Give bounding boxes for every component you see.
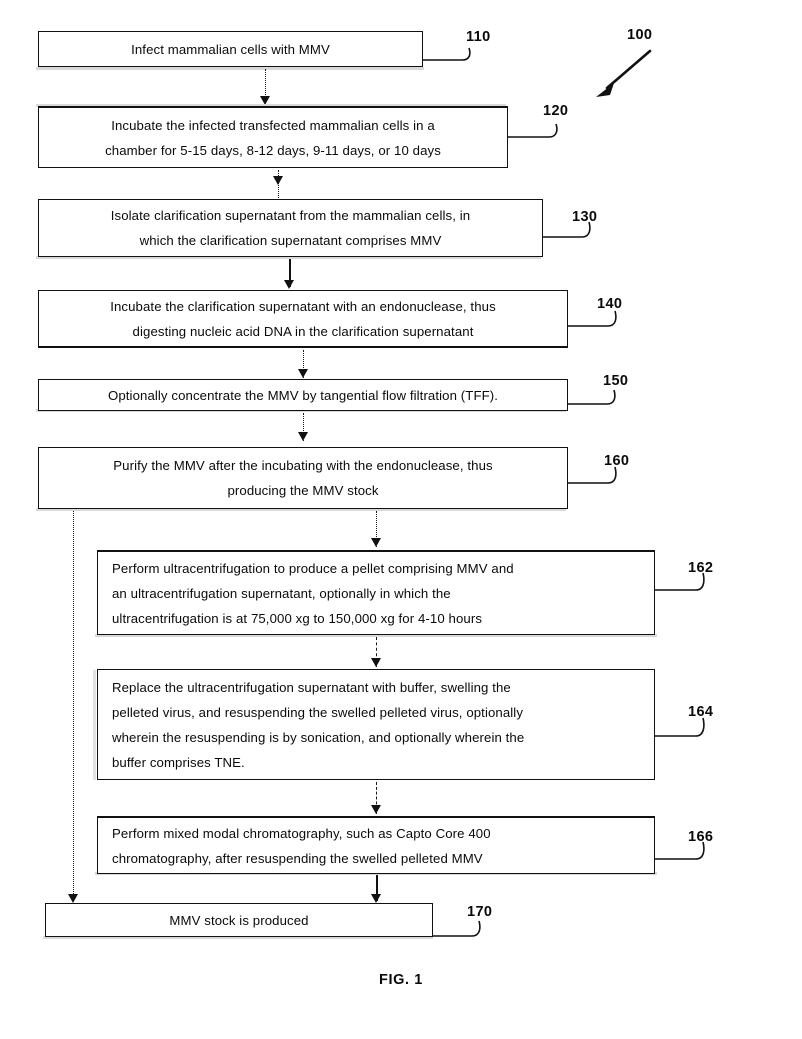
box-140-line-2: digesting nucleic acid DNA in the clarif… bbox=[132, 323, 474, 339]
box-130-line-2: which the clarification supernatant comp… bbox=[139, 233, 442, 248]
connector-164-166 bbox=[376, 782, 377, 814]
connector-130-140 bbox=[289, 259, 291, 287]
process-box-120: Incubate the infected transfected mammal… bbox=[38, 106, 508, 168]
connector-160-162 bbox=[376, 511, 377, 547]
connector-150-160 bbox=[303, 413, 304, 441]
ref-numeral-100: 100 bbox=[627, 27, 653, 43]
connector-162-164 bbox=[376, 637, 377, 667]
box-120-line-2: chamber for 5-15 days, 8-12 days, 9-11 d… bbox=[105, 142, 441, 158]
leader-line-140 bbox=[567, 310, 617, 327]
leader-line-164 bbox=[654, 717, 705, 737]
box-160-ghost-edge bbox=[36, 508, 566, 511]
process-box-170: MMV stock is produced bbox=[45, 903, 433, 937]
leader-line-110 bbox=[422, 47, 471, 61]
connector-164-166-arrowhead bbox=[371, 805, 381, 814]
box-166-line-2: chromatography, after resuspending the s… bbox=[112, 850, 483, 866]
system-ref-arrow-100 bbox=[596, 49, 652, 97]
connector-140-150 bbox=[303, 350, 304, 378]
leader-line-166 bbox=[654, 841, 705, 860]
connector-110-120 bbox=[265, 69, 266, 99]
box-164-ghost-edge bbox=[93, 670, 96, 780]
ref-numeral-110: 110 bbox=[466, 29, 491, 45]
box-110-line-1: Infect mammalian cells with MMV bbox=[131, 41, 330, 57]
box-164-line-3: wherein the resuspending is by sonicatio… bbox=[112, 729, 525, 745]
process-box-164: Replace the ultracentrifugation supernat… bbox=[97, 669, 655, 780]
box-162-ghost-edge bbox=[95, 634, 657, 637]
ref-numeral-164: 164 bbox=[688, 704, 714, 720]
process-box-130: Isolate clarification supernatant from t… bbox=[38, 199, 543, 257]
process-box-166: Perform mixed modal chromatography, such… bbox=[97, 816, 655, 874]
process-box-140: Incubate the clarification supernatant w… bbox=[38, 290, 568, 348]
connector-150-160-arrowhead bbox=[298, 432, 308, 441]
ref-numeral-160: 160 bbox=[604, 453, 630, 469]
figure-caption: FIG. 1 bbox=[379, 972, 423, 988]
connector-160-162-arrowhead bbox=[371, 538, 381, 547]
box-162-line-2: an ultracentrifugation supernatant, opti… bbox=[112, 585, 451, 601]
box-162-line-1: Perform ultracentrifugation to produce a… bbox=[112, 560, 514, 576]
process-box-160: Purify the MMV after the incubating with… bbox=[38, 447, 568, 509]
process-box-110: Infect mammalian cells with MMV bbox=[38, 31, 423, 67]
connector-130-140-arrowhead bbox=[284, 280, 294, 289]
box-164-line-4: buffer comprises TNE. bbox=[112, 754, 245, 770]
box-130-line-1: Isolate clarification supernatant from t… bbox=[110, 208, 471, 223]
ref-numeral-140: 140 bbox=[597, 296, 623, 312]
box-120-line-1: Incubate the infected transfected mammal… bbox=[111, 117, 435, 133]
leader-line-130 bbox=[542, 221, 591, 238]
box-162-line-3: ultracentrifugation is at 75,000 xg to 1… bbox=[112, 610, 483, 626]
box-170-ghost-edge bbox=[43, 936, 433, 939]
ref-numeral-166: 166 bbox=[688, 829, 714, 845]
leader-line-170 bbox=[432, 920, 481, 937]
process-box-150: Optionally concentrate the MMV by tangen… bbox=[38, 379, 568, 411]
ref-numeral-130: 130 bbox=[572, 209, 598, 225]
box-150-line-1: Optionally concentrate the MMV by tangen… bbox=[107, 387, 499, 403]
box-160-line-1: Purify the MMV after the incubating with… bbox=[113, 458, 493, 473]
connector-166-170-arrowhead bbox=[371, 894, 381, 903]
box-120-ghost-edge bbox=[36, 104, 506, 107]
box-164-line-2: pelleted virus, and resuspending the swe… bbox=[112, 704, 524, 720]
leader-line-120 bbox=[507, 123, 558, 138]
box-166-line-1: Perform mixed modal chromatography, such… bbox=[112, 825, 491, 841]
connector-160-170-bypass-arrowhead bbox=[68, 894, 78, 903]
connector-166-170 bbox=[376, 875, 378, 901]
connector-120-130-arrowhead bbox=[273, 176, 283, 185]
leader-line-160 bbox=[567, 466, 617, 484]
box-110-ghost-edge bbox=[36, 67, 424, 70]
box-160-line-2: producing the MMV stock bbox=[227, 483, 379, 498]
leader-line-150 bbox=[567, 389, 616, 405]
box-130-ghost-edge bbox=[36, 256, 541, 259]
leader-line-162 bbox=[654, 572, 705, 591]
connector-160-170-bypass bbox=[73, 511, 74, 900]
ref-numeral-162: 162 bbox=[688, 560, 714, 576]
connector-162-164-arrowhead bbox=[371, 658, 381, 667]
box-164-line-1: Replace the ultracentrifugation supernat… bbox=[112, 679, 511, 695]
box-140-line-1: Incubate the clarification supernatant w… bbox=[110, 298, 496, 314]
ref-numeral-120: 120 bbox=[543, 103, 569, 119]
connector-110-120-arrowhead bbox=[260, 96, 270, 105]
box-170-line-1: MMV stock is produced bbox=[169, 912, 309, 928]
connector-140-150-arrowhead bbox=[298, 369, 308, 378]
process-box-162: Perform ultracentrifugation to produce a… bbox=[97, 550, 655, 635]
ref-numeral-150: 150 bbox=[603, 373, 629, 389]
ref-numeral-170: 170 bbox=[467, 904, 493, 920]
